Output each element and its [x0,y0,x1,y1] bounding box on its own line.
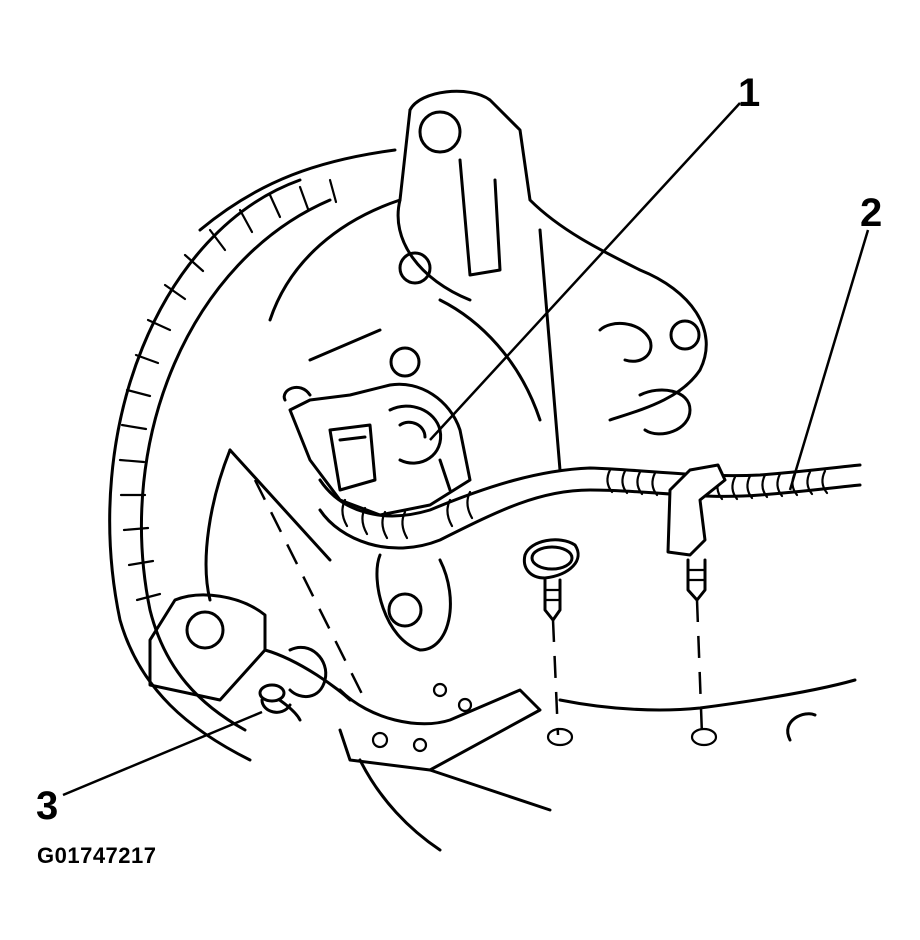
tone-ring [108,148,397,762]
callout-3-label: 3 [36,784,59,828]
wiring-harness [318,463,862,747]
sensor-bolt [258,683,292,714]
speed-sensor-connector [282,382,472,517]
callout-2-label: 2 [860,191,883,235]
callout-leaders [62,102,870,797]
callout-1-label: 1 [738,71,761,115]
figure-id: G01747217 [37,843,157,868]
